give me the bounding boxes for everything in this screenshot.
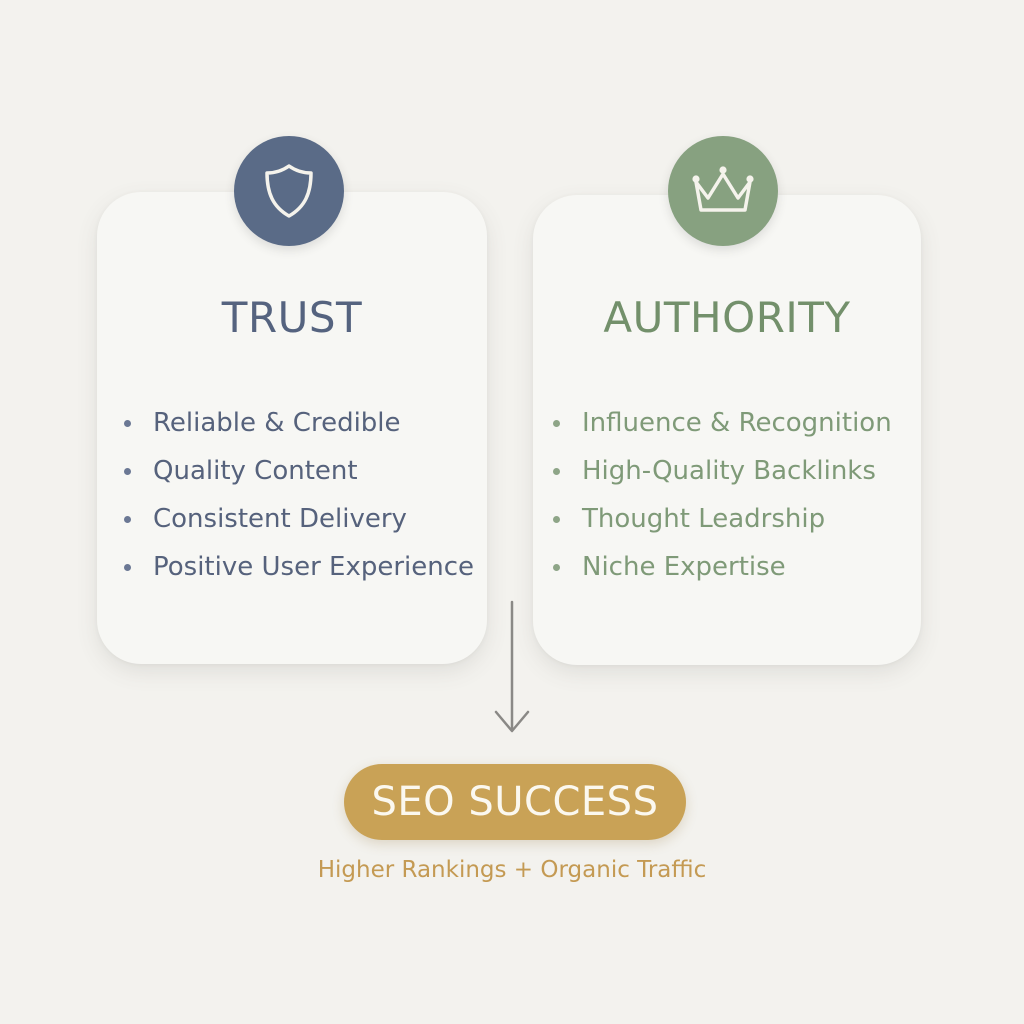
bullet-icon <box>124 563 131 571</box>
list-item-text: Reliable & Credible <box>153 408 401 438</box>
trust-title: TRUST <box>221 293 363 342</box>
list-item-text: Positive User Experience <box>153 552 475 582</box>
list-item-text: Influence & Recognition <box>582 408 892 438</box>
trust-badge <box>234 136 344 246</box>
list-item: Influence & Recognition <box>553 399 923 447</box>
seo-success-label: SEO SUCCESS <box>371 779 659 825</box>
list-item: Reliable & Credible <box>124 399 494 447</box>
bullet-icon <box>124 419 131 427</box>
list-item-text: Consistent Delivery <box>153 504 407 534</box>
authority-title: AUTHORITY <box>603 293 851 342</box>
list-item-text: Thought Leadrship <box>582 504 826 534</box>
list-item: Niche Expertise <box>553 543 923 591</box>
list-item: High-Quality Backlinks <box>553 447 923 495</box>
list-item-text: Niche Expertise <box>582 552 786 582</box>
list-item: Thought Leadrship <box>553 495 923 543</box>
shield-icon <box>265 164 313 218</box>
seo-success-badge: SEO SUCCESS <box>344 764 686 840</box>
list-item-text: Quality Content <box>153 456 358 486</box>
list-item: Consistent Delivery <box>124 495 494 543</box>
list-item: Positive User Experience <box>124 543 494 591</box>
bullet-icon <box>553 467 560 475</box>
authority-list: Influence & Recognition High-Quality Bac… <box>553 399 923 591</box>
bullet-icon <box>124 467 131 475</box>
trust-card <box>97 192 487 664</box>
down-arrow-icon <box>494 600 530 733</box>
authority-badge <box>668 136 778 246</box>
list-item: Quality Content <box>124 447 494 495</box>
authority-card <box>533 195 921 665</box>
bullet-icon <box>553 419 560 427</box>
seo-success-subtitle: Higher Rankings + Organic Traffic <box>317 857 707 883</box>
bullet-icon <box>553 515 560 523</box>
trust-list: Reliable & Credible Quality Content Cons… <box>124 399 494 591</box>
bullet-icon <box>553 563 560 571</box>
bullet-icon <box>124 515 131 523</box>
crown-icon <box>692 166 754 212</box>
list-item-text: High-Quality Backlinks <box>582 456 876 486</box>
